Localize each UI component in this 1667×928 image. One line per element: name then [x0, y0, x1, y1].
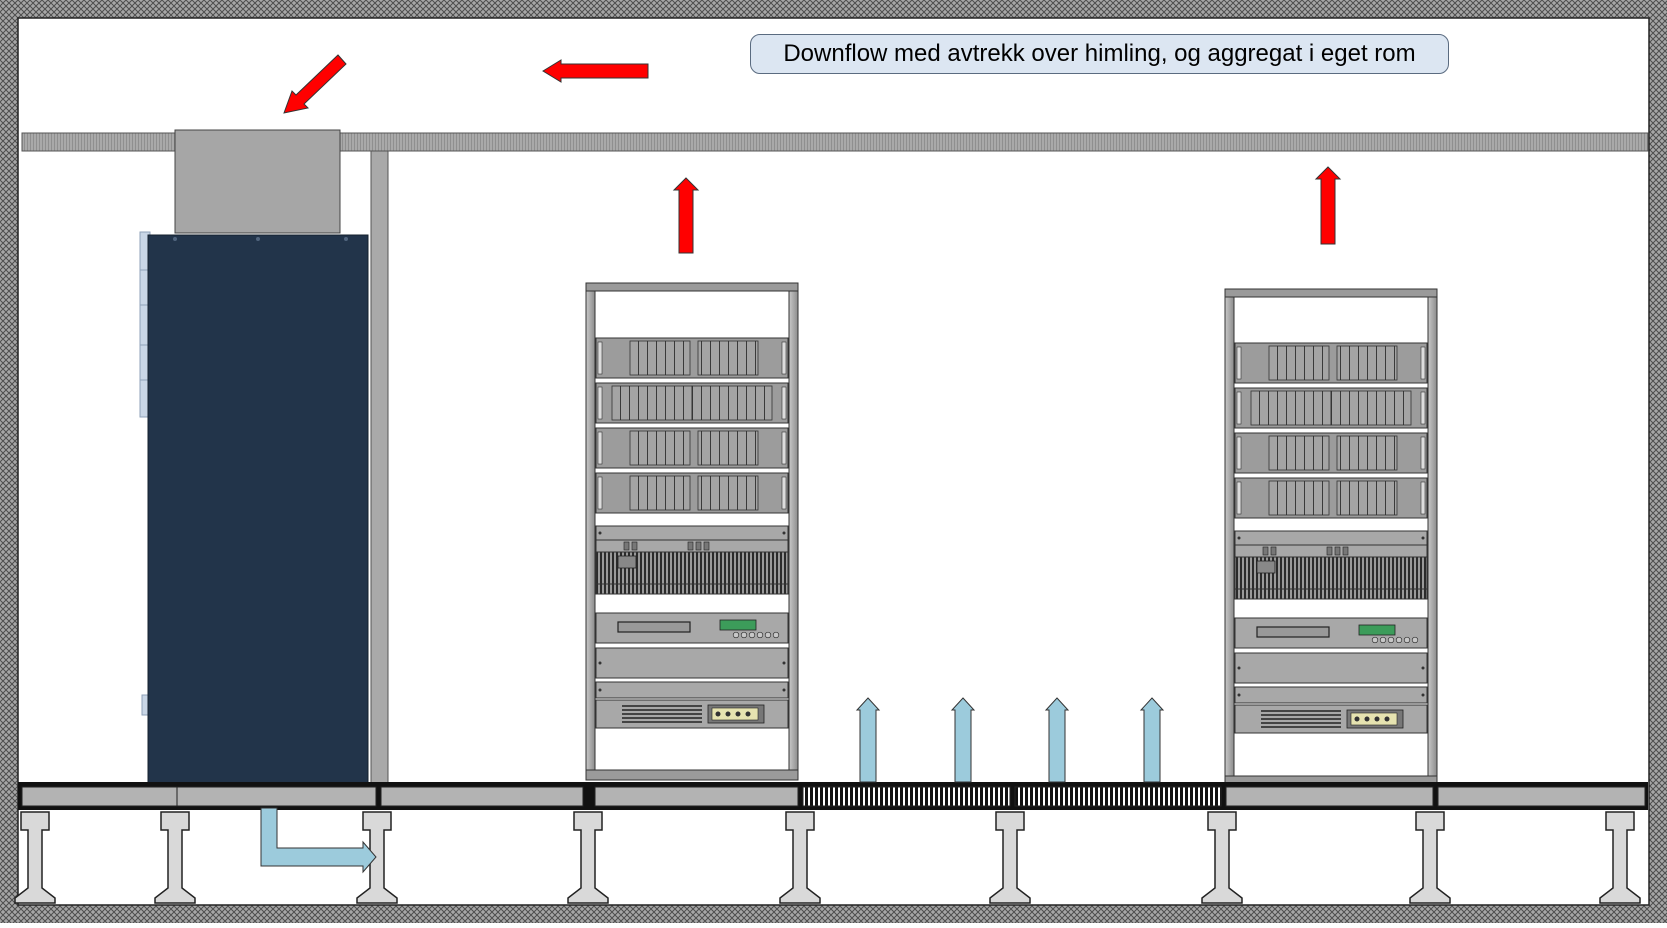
return-air-into-unit-arrow: [283, 54, 347, 114]
server-rack-1: [585, 282, 799, 781]
airflow-arrows: [260, 54, 1342, 874]
tile-supply-arrow: [1044, 697, 1070, 783]
perforated-floor-tile: [1014, 786, 1222, 807]
floor-pedestal: [989, 811, 1031, 904]
floor-pedestal: [154, 811, 196, 904]
server-rack-2: [1224, 288, 1438, 787]
partition-wall: [370, 150, 389, 786]
tile-supply-arrow: [950, 697, 976, 783]
floor-tile: [21, 786, 193, 807]
floor-pedestal: [356, 811, 398, 904]
floor-pedestal: [14, 811, 56, 904]
floor-tile: [176, 786, 377, 807]
diagram-title: Downflow med avtrekk over himling, og ag…: [750, 34, 1449, 74]
floor-tile: [1437, 786, 1646, 807]
floor-pedestals: [14, 811, 1641, 904]
floor-pedestal: [779, 811, 821, 904]
floor-tile: [1225, 786, 1434, 807]
tile-supply-arrow: [1139, 697, 1165, 783]
ceiling-return-arrow: [542, 59, 649, 83]
rack-2-exhaust-arrow: [1314, 166, 1342, 245]
floor-tile: [380, 786, 584, 807]
floor-pedestal: [567, 811, 609, 904]
underfloor-supply-arrow: [260, 807, 377, 874]
cooling-unit: [139, 231, 369, 785]
floor-pedestal: [1599, 811, 1641, 904]
rack-1-exhaust-arrow: [672, 177, 700, 254]
ceiling: [21, 132, 1649, 152]
perforated-floor-tile: [802, 786, 1011, 807]
floor-tile: [594, 786, 799, 807]
ceiling-unit: [174, 129, 341, 234]
tile-supply-arrow: [855, 697, 881, 783]
floor-pedestal: [1409, 811, 1451, 904]
floor-pedestal: [1201, 811, 1243, 904]
raised-floor: [18, 782, 1648, 810]
